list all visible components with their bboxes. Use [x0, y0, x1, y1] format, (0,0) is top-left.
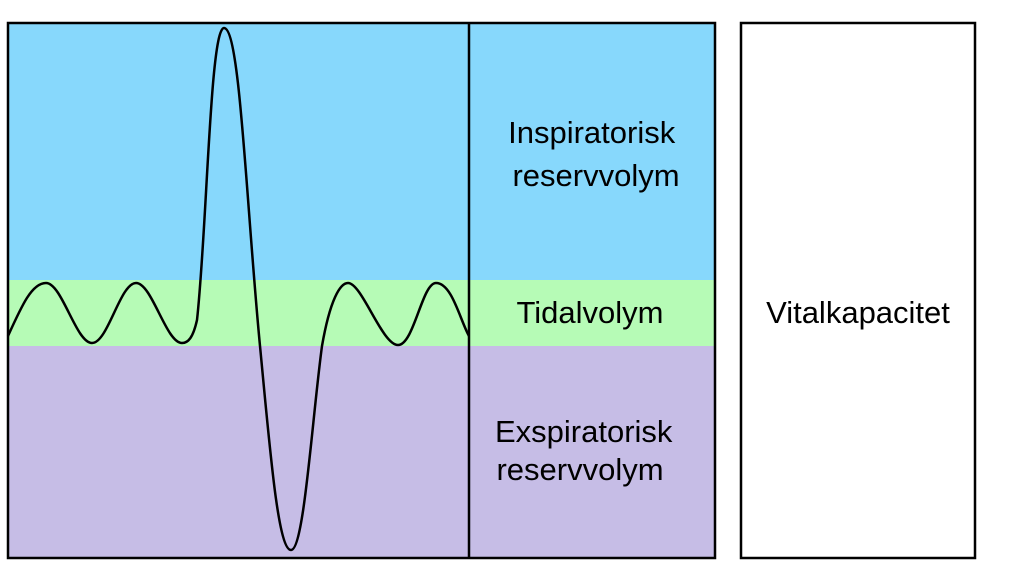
expiratory-reserve-zone — [8, 346, 715, 558]
inspiratory-label: Inspiratorisk reservvolym — [508, 115, 684, 193]
vital-capacity-label: Vitalkapacitet — [766, 295, 950, 330]
main-box-border — [6, 21, 717, 560]
tidal-volume-label: Tidalvolym — [517, 295, 664, 330]
expiratory-label-line2: reservvolym — [496, 452, 663, 487]
expiratory-label: Exspiratorisk reservvolym — [495, 414, 681, 487]
inspiratory-label-line2: reservvolym — [512, 158, 679, 193]
inspiratory-reserve-zone — [8, 23, 715, 280]
vital-capacity-box — [739, 21, 977, 560]
expiratory-label-line1: Exspiratorisk — [495, 414, 673, 449]
inspiratory-label-line1: Inspiratorisk — [508, 115, 676, 150]
breathing-curve — [6, 26, 471, 552]
